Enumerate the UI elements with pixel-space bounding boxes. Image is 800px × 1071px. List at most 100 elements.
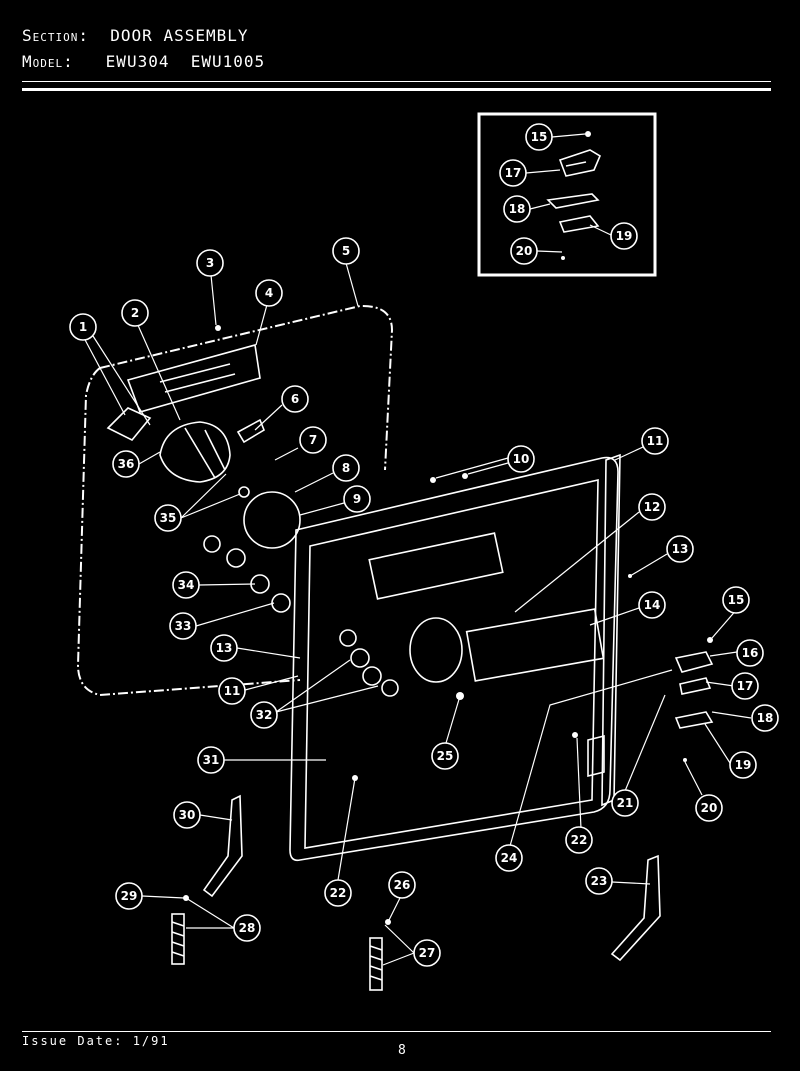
callout-10: 10 — [507, 445, 535, 473]
svg-text:3: 3 — [206, 256, 214, 270]
svg-text:1: 1 — [79, 320, 87, 334]
callout-15-inset: 15 — [525, 123, 553, 151]
callout-6: 6 — [281, 385, 309, 413]
section-label: Section: — [22, 26, 90, 45]
section-title: DOOR ASSEMBLY — [110, 26, 249, 45]
svg-text:6: 6 — [291, 392, 299, 406]
callout-19: 19 — [729, 751, 757, 779]
svg-text:13: 13 — [216, 641, 233, 655]
svg-text:17: 17 — [737, 679, 754, 693]
svg-text:10: 10 — [513, 452, 530, 466]
inner-door-panel — [289, 456, 619, 862]
dispenser-cup — [409, 617, 463, 683]
svg-text:33: 33 — [175, 619, 192, 633]
svg-text:30: 30 — [179, 808, 196, 822]
latch-parts — [674, 637, 714, 762]
svg-text:15: 15 — [728, 593, 745, 607]
callout-4: 4 — [255, 279, 283, 307]
screws — [215, 325, 632, 781]
latch-bracket — [587, 734, 605, 778]
hinge-left — [202, 794, 243, 898]
callout-25: 25 — [431, 742, 459, 770]
callout-22-left: 22 — [324, 879, 352, 907]
selector-knob — [243, 491, 301, 549]
svg-text:29: 29 — [121, 889, 138, 903]
svg-text:35: 35 — [160, 511, 177, 525]
callout-26: 26 — [388, 871, 416, 899]
callout-28: 28 — [233, 914, 261, 942]
hinge-right — [610, 854, 661, 962]
inset-latch-parts — [546, 131, 602, 260]
callout-16: 16 — [736, 639, 764, 667]
svg-text:22: 22 — [330, 886, 347, 900]
callout-30: 30 — [173, 801, 201, 829]
callout-13-left: 13 — [210, 634, 238, 662]
svg-text:4: 4 — [265, 286, 273, 300]
callout-22-right: 22 — [565, 826, 593, 854]
svg-text:11: 11 — [224, 684, 241, 698]
callout-14: 14 — [638, 591, 666, 619]
callout-5: 5 — [332, 237, 360, 265]
vent-slot — [368, 532, 504, 600]
knob-insert — [236, 418, 265, 444]
svg-text:34: 34 — [178, 578, 195, 592]
callout-12: 12 — [638, 493, 666, 521]
control-panel — [126, 343, 261, 413]
callout-2: 2 — [121, 299, 149, 327]
callout-29: 29 — [115, 882, 143, 910]
callout-23: 23 — [585, 867, 613, 895]
svg-text:19: 19 — [616, 229, 633, 243]
dispenser — [465, 608, 605, 682]
svg-text:8: 8 — [342, 461, 350, 475]
inner-door-liner — [304, 478, 599, 849]
svg-text:7: 7 — [309, 433, 317, 447]
callout-31: 31 — [197, 746, 225, 774]
callout-3: 3 — [196, 249, 224, 277]
svg-text:31: 31 — [203, 753, 220, 767]
svg-text:16: 16 — [742, 646, 759, 660]
svg-text:11: 11 — [647, 434, 664, 448]
page-number: 8 — [398, 1043, 406, 1058]
outer-door-panel — [76, 304, 394, 697]
callout-7: 7 — [299, 426, 327, 454]
callout-1: 1 — [69, 313, 97, 341]
timer-knob-outline — [159, 421, 231, 483]
svg-text:21: 21 — [617, 796, 634, 810]
callout-19-inset: 19 — [610, 222, 638, 250]
model-label: Model: — [22, 52, 74, 71]
svg-text:20: 20 — [516, 244, 533, 258]
svg-text:24: 24 — [501, 851, 518, 865]
svg-text:36: 36 — [118, 457, 135, 471]
svg-text:26: 26 — [394, 878, 411, 892]
svg-text:18: 18 — [509, 202, 526, 216]
footer-rule — [22, 1031, 771, 1032]
callout-11: 11 — [641, 427, 669, 455]
svg-text:27: 27 — [419, 946, 436, 960]
svg-text:12: 12 — [644, 500, 661, 514]
callout-32: 32 — [250, 701, 278, 729]
callout-15: 15 — [722, 586, 750, 614]
callout-17: 17 — [731, 672, 759, 700]
svg-text:14: 14 — [644, 598, 661, 612]
door-knob-buttons — [339, 629, 399, 697]
svg-text:2: 2 — [131, 306, 139, 320]
svg-text:25: 25 — [437, 749, 454, 763]
svg-text:17: 17 — [505, 166, 522, 180]
callout-13-right: 13 — [666, 535, 694, 563]
svg-text:13: 13 — [672, 542, 689, 556]
callout-17-inset: 17 — [499, 159, 527, 187]
callout-24: 24 — [495, 844, 523, 872]
callout-8: 8 — [332, 454, 360, 482]
section-line: Section: DOOR ASSEMBLY — [22, 26, 249, 45]
svg-text:9: 9 — [353, 492, 361, 506]
svg-text:20: 20 — [701, 801, 718, 815]
callout-9: 9 — [343, 485, 371, 513]
model-line: Model: EWU304 EWU1005 — [22, 52, 265, 71]
callout-18-inset: 18 — [503, 195, 531, 223]
callout-21: 21 — [611, 789, 639, 817]
header-rule-thin — [22, 81, 771, 82]
callout-34: 34 — [172, 571, 200, 599]
callout-33: 33 — [169, 612, 197, 640]
callout-20: 20 — [695, 794, 723, 822]
